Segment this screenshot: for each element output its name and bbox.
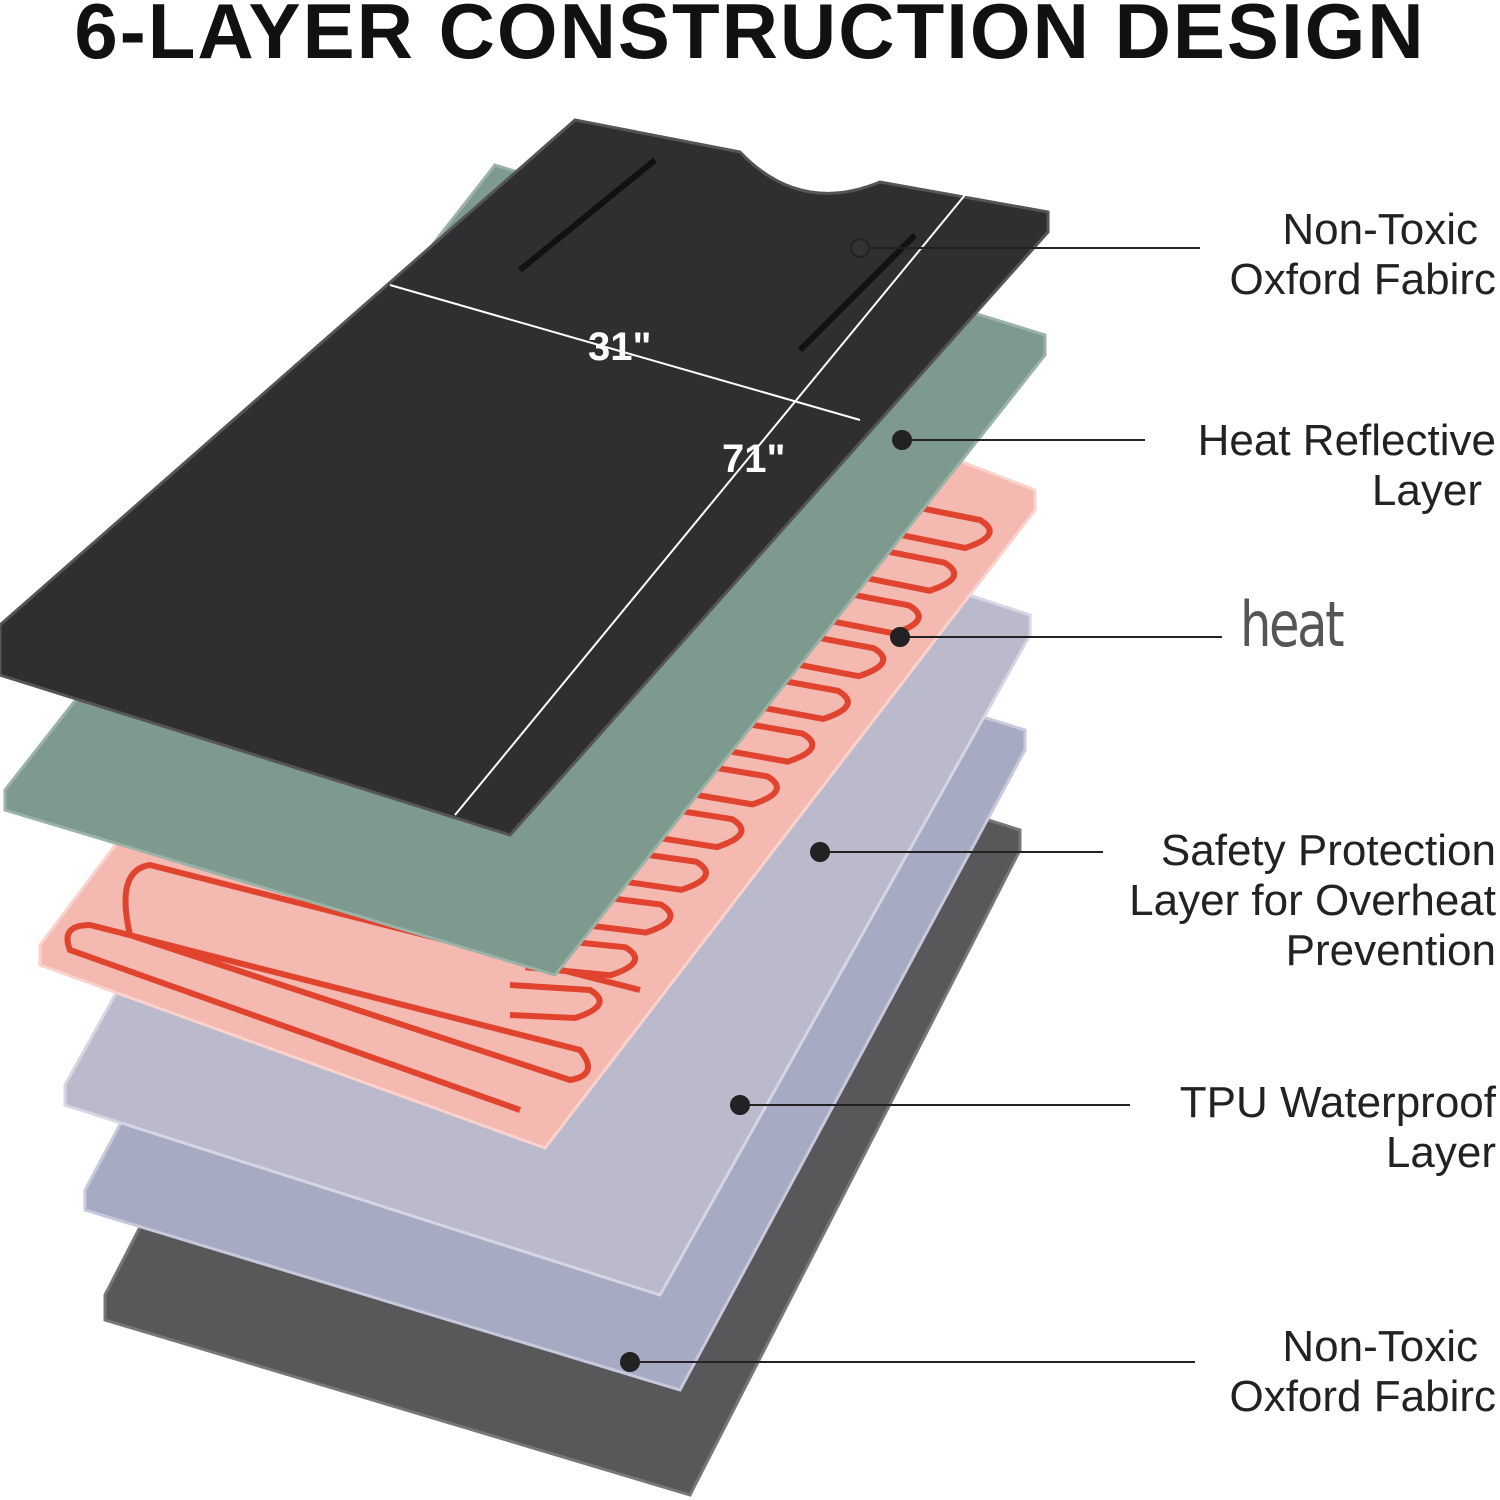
coil-loop	[602, 695, 816, 765]
layer-top-oxford	[0, 118, 1050, 837]
width-dimension: 31"	[588, 325, 652, 369]
label-heat: heat	[1240, 588, 1345, 661]
coil-loop	[64, 861, 641, 1113]
leader-lines	[620, 238, 1222, 1372]
width-dimension-line	[389, 284, 861, 421]
coil-loop	[571, 791, 745, 851]
page-title: 6-LAYER CONSTRUCTION DESIGN	[74, 0, 1426, 75]
coil-loop	[633, 600, 887, 680]
coil-loop	[555, 838, 709, 893]
coil-loop	[525, 934, 638, 979]
coil-loop	[663, 504, 958, 594]
coil-loop	[509, 982, 603, 1022]
length-dimension: 71"	[722, 437, 786, 481]
heating-coil	[64, 457, 993, 1113]
coil-loop	[679, 457, 993, 552]
coil-loop	[540, 886, 674, 936]
coil-loop	[586, 743, 780, 808]
coil-loop	[617, 647, 851, 722]
length-dimension-line	[454, 194, 966, 816]
